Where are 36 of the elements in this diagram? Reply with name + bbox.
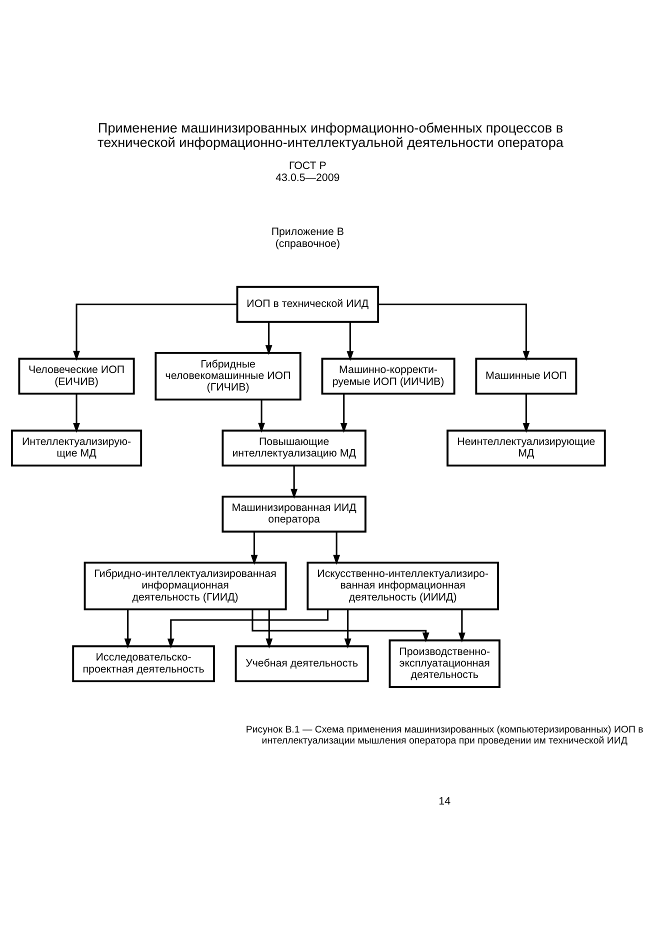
- label: Приложение В (справочное): [271, 226, 344, 250]
- node-box: Искусственно-интеллектуализиро- ванная информационная деятельность (ИИИД): [306, 561, 500, 610]
- arrow: [73, 303, 238, 360]
- arrow: [458, 608, 466, 642]
- arrow: [167, 609, 329, 648]
- node-box: Гибридно-интеллектуализированная информационная деятельность (ГИИД): [84, 561, 287, 610]
- caption: Рисунок В.1 — Схема применения машинизированных (компьютеризированных) ИОП в интеллектуализации мышления оператора при проведении им технической ИИД: [246, 724, 644, 746]
- node-box: Производственно- эксплуатационная деятельность: [388, 638, 500, 688]
- node-box: Машинные ИОП: [475, 357, 578, 394]
- arrow: [340, 394, 348, 432]
- arrow: [333, 531, 340, 564]
- arrow: [258, 399, 266, 432]
- arrow: [378, 303, 530, 360]
- node-box: ИОП в технической ИИД: [236, 285, 380, 322]
- node-box: Машинизированная ИИД оператора: [222, 495, 366, 532]
- arrow: [265, 322, 272, 355]
- arrow: [73, 394, 80, 432]
- node-box: Повышающие интеллектуализацию МД: [222, 429, 366, 466]
- node-box: Неинтеллектуализирующие МД: [446, 429, 606, 466]
- node-box: Человеческие ИОП (ЕИЧИВ): [18, 357, 135, 394]
- arrow: [522, 394, 530, 432]
- diagram-title: Применение машинизированных информационно-обменных процессов в технической информационно-интеллектуальной деятельности оператора: [98, 120, 564, 150]
- arrow: [346, 322, 354, 361]
- label: 14: [438, 794, 451, 807]
- arrow: [250, 531, 258, 564]
- arrow: [252, 608, 430, 642]
- arrow: [266, 608, 273, 648]
- arrow: [124, 608, 132, 648]
- arrow: [344, 608, 352, 648]
- label: ГОСТ Р 43.0.5—2009: [276, 160, 340, 184]
- node-box: Гибридные человекомашинные ИОП (ГИЧИВ): [154, 351, 302, 400]
- node-box: Учебная деятельность: [234, 644, 369, 682]
- node-box: Исследовательско- проектная деятельность: [72, 644, 215, 682]
- arrow: [290, 465, 298, 498]
- node-box: Интеллектуализирую- щие МД: [10, 429, 142, 466]
- node-box: Машинно-корректи- руемые ИОП (ИИЧИВ): [321, 357, 456, 394]
